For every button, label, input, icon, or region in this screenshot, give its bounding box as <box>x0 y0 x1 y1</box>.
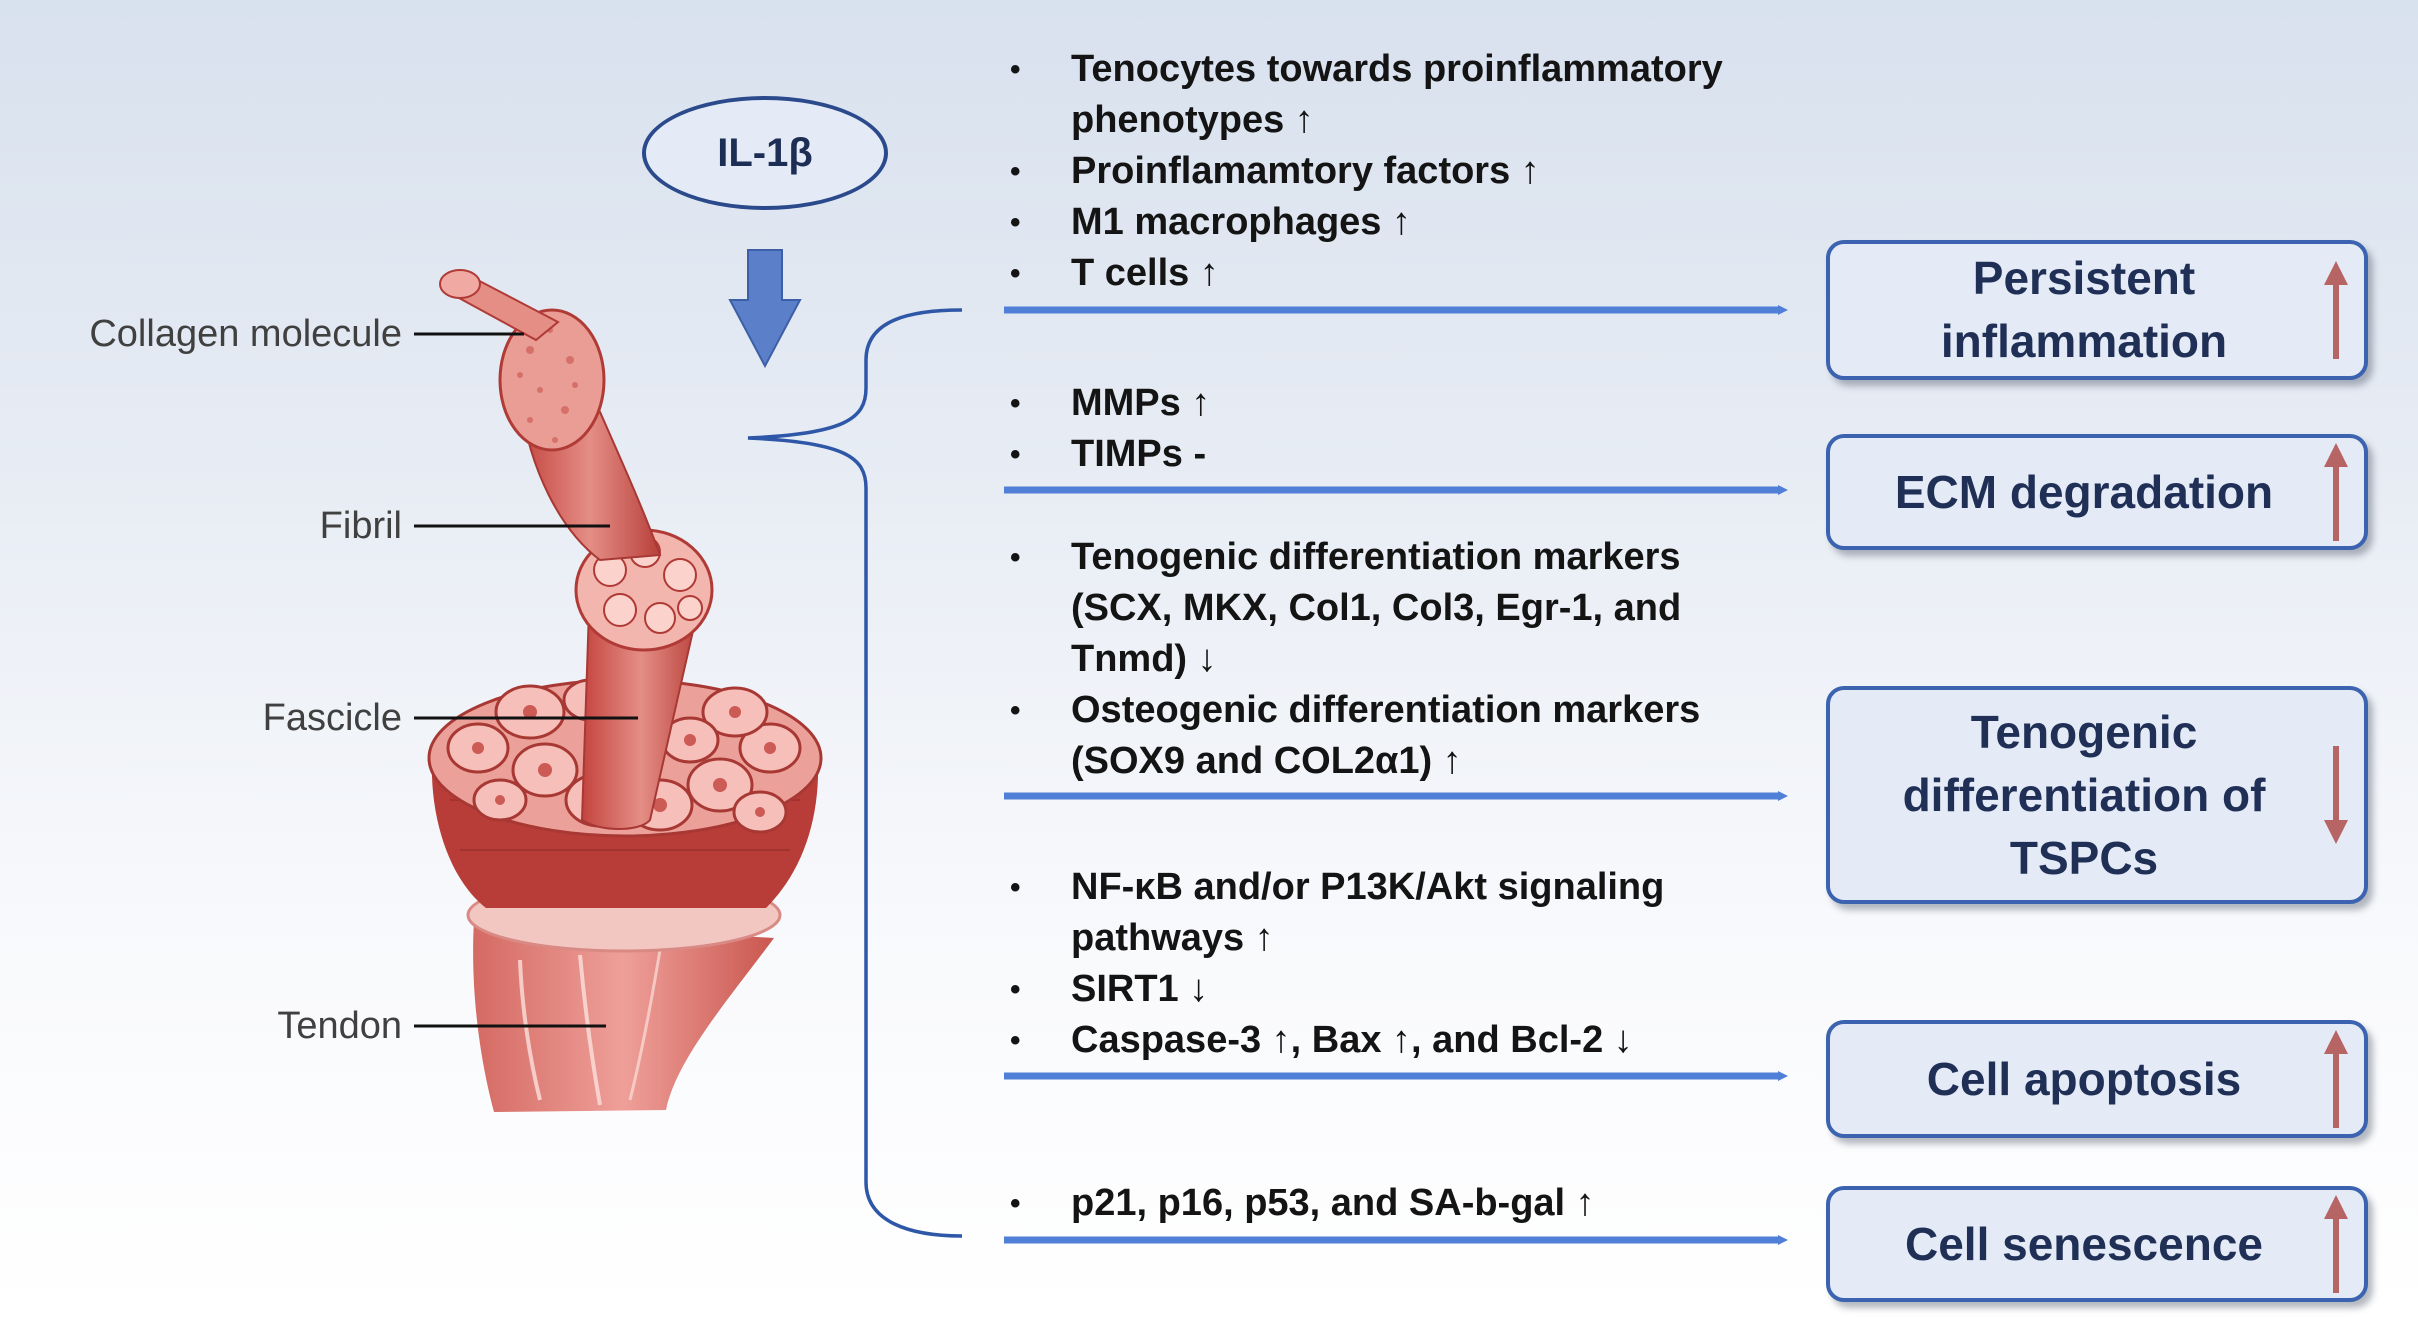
outcome-label: Persistent inflammation <box>1940 252 2228 367</box>
bullet-item: Osteogenic differentiation markers (SOX9… <box>1000 685 1790 787</box>
connector-arrows <box>1004 305 1788 1245</box>
collagen-molecule-tip <box>439 269 481 299</box>
down-arrow <box>728 249 802 369</box>
up-arrow-icon <box>2324 261 2348 359</box>
bullet-item: p21, p16, p53, and SA-b-gal ↑ <box>1000 1178 1820 1229</box>
tendon-illustration <box>427 269 823 1112</box>
bullet-group-apoptosis: NF-κB and/or P13K/Akt signaling pathways… <box>1000 862 1790 1066</box>
bullet-item: MMPs ↑ <box>1000 378 1820 429</box>
bullet-item: M1 macrophages ↑ <box>1000 197 1820 248</box>
outcome-label: Cell senescence <box>1904 1217 2263 1270</box>
label-fibril: Fibril <box>319 505 402 547</box>
curly-brace <box>747 308 963 1238</box>
outcome-box-persistent-inflammation: Persistent inflammation <box>1826 240 2368 380</box>
up-arrow-icon <box>2324 1195 2348 1293</box>
bullet-group-inflammation: Tenocytes towards proinflammatory phenot… <box>1000 44 1820 299</box>
outcome-box-cell-senescence: Cell senescence <box>1826 1186 2368 1302</box>
outcome-label: Tenogenic differentiation of TSPCs <box>1902 705 2266 884</box>
outcome-box-tenogenic-differentiation: Tenogenic differentiation of TSPCs <box>1826 686 2368 904</box>
bullet-item: T cells ↑ <box>1000 248 1820 299</box>
outcome-label: ECM degradation <box>1894 465 2274 518</box>
label-collagen-molecule: Collagen molecule <box>89 313 402 355</box>
bullet-group-tenogenic: Tenogenic differentiation markers (SCX, … <box>1000 532 1790 787</box>
il-1b-node: IL-1β <box>642 96 888 210</box>
up-arrow-icon <box>2324 443 2348 541</box>
outcome-box-cell-apoptosis: Cell apoptosis <box>1826 1020 2368 1138</box>
bullet-item: Proinflamamtory factors ↑ <box>1000 146 1820 197</box>
collagen-molecule-cross-section <box>498 308 606 452</box>
tendon-body <box>473 920 774 1112</box>
label-fascicle: Fascicle <box>262 697 402 739</box>
label-tendon: Tendon <box>277 1005 402 1047</box>
bullet-group-ecm: MMPs ↑ TIMPs - <box>1000 378 1820 480</box>
outcome-box-ecm-degradation: ECM degradation <box>1826 434 2368 550</box>
bullet-group-senescence: p21, p16, p53, and SA-b-gal ↑ <box>1000 1178 1820 1229</box>
bullet-item: Caspase-3 ↑, Bax ↑, and Bcl-2 ↓ <box>1000 1015 1790 1066</box>
bullet-item: Tenogenic differentiation markers (SCX, … <box>1000 532 1790 685</box>
down-arrow-icon <box>2324 746 2348 844</box>
up-arrow-icon <box>2324 1030 2348 1128</box>
outcome-label: Cell apoptosis <box>1926 1052 2242 1105</box>
bullet-item: TIMPs - <box>1000 429 1820 480</box>
bullet-item: SIRT1 ↓ <box>1000 964 1790 1015</box>
bullet-item: NF-κB and/or P13K/Akt signaling pathways… <box>1000 862 1790 964</box>
bullet-item: Tenocytes towards proinflammatory phenot… <box>1000 44 1820 146</box>
tissue-leader-lines <box>414 332 638 1028</box>
